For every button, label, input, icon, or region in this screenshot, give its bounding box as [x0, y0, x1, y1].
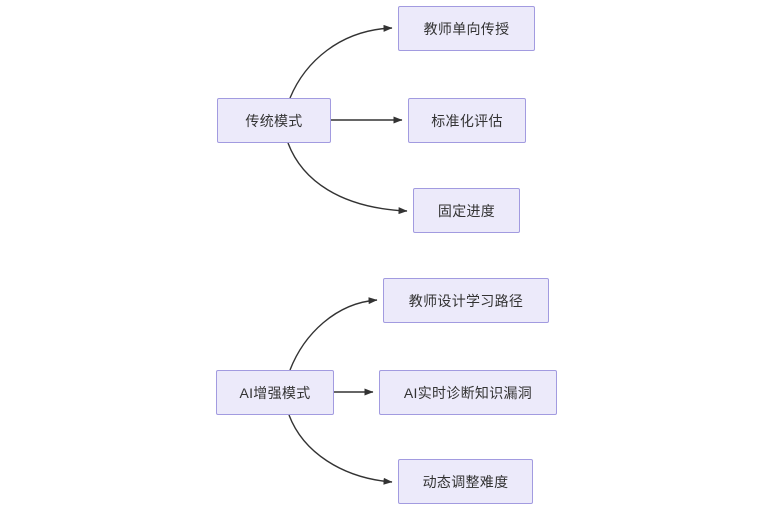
node-label: AI实时诊断知识漏洞 [403, 384, 533, 401]
node-label: 标准化评估 [431, 112, 503, 129]
node-label: 教师设计学习路径 [408, 292, 524, 309]
node-traditional-mode[interactable]: 传统模式 [217, 98, 331, 143]
node-ai-realtime-diagnosis[interactable]: AI实时诊断知识漏洞 [379, 370, 557, 415]
node-label: 教师单向传授 [423, 20, 510, 37]
edge-traditional-to-fixed-progress [287, 142, 408, 215]
node-label: 动态调整难度 [422, 473, 509, 490]
node-standardized-assessment[interactable]: 标准化评估 [408, 98, 526, 143]
edge-ai-to-dynamic-difficulty [288, 414, 393, 485]
edge-traditional-to-teacher-one-way [289, 24, 393, 99]
node-teacher-design-path[interactable]: 教师设计学习路径 [383, 278, 549, 323]
node-teacher-one-way[interactable]: 教师单向传授 [398, 6, 535, 51]
node-fixed-progress[interactable]: 固定进度 [413, 188, 520, 233]
node-label: AI增强模式 [239, 384, 311, 401]
edge-ai-to-teacher-design-path [289, 297, 378, 371]
node-label: 传统模式 [245, 112, 303, 129]
node-label: 固定进度 [437, 202, 496, 219]
node-ai-enhanced-mode[interactable]: AI增强模式 [216, 370, 334, 415]
node-dynamic-difficulty[interactable]: 动态调整难度 [398, 459, 533, 504]
